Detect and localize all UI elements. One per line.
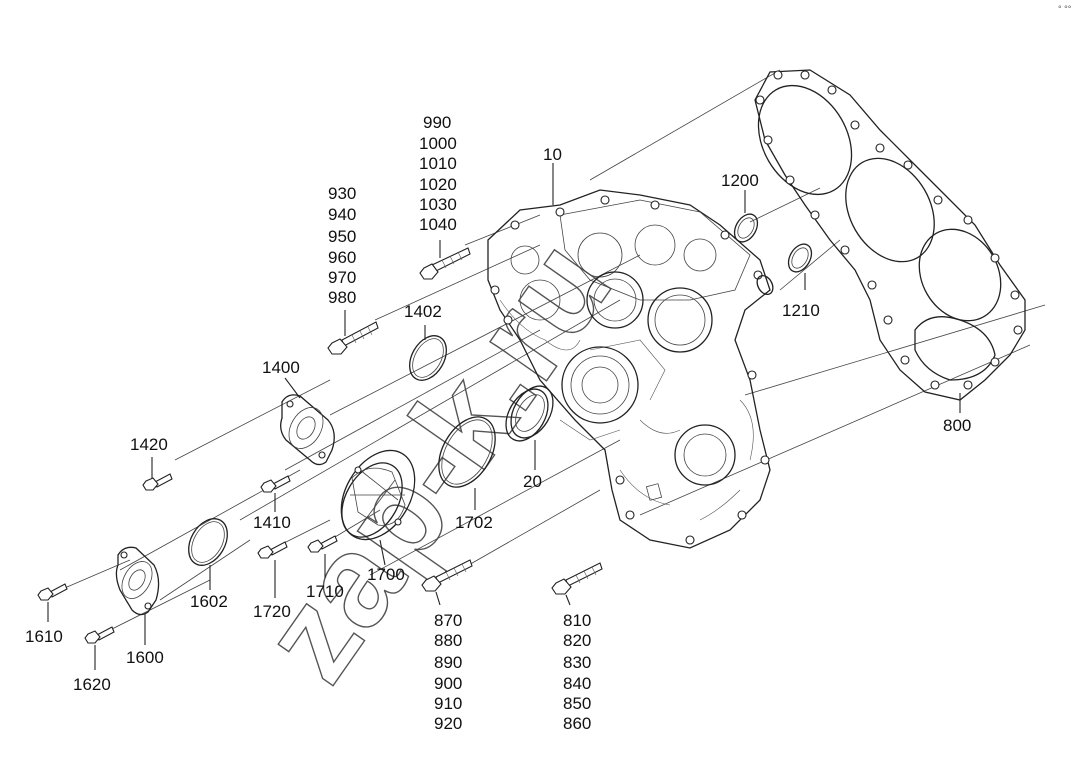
- pump-1700: [340, 449, 416, 541]
- label-1040: 1040: [419, 215, 457, 234]
- seal-ring-1210: [787, 243, 813, 273]
- corner-mark: ° °°: [1058, 4, 1072, 14]
- bolt-990-1040: [419, 247, 471, 280]
- bolt-870-920: [421, 559, 473, 592]
- label-850: 850: [563, 694, 591, 713]
- label-820: 820: [563, 631, 591, 650]
- bolt-810-860: [551, 562, 603, 595]
- screw-1410: [260, 475, 291, 493]
- label-10: 10: [543, 145, 562, 164]
- label-900: 900: [434, 674, 462, 693]
- screw-1420: [142, 473, 173, 491]
- bolt-930-980: [327, 321, 379, 355]
- label-970: 970: [328, 268, 356, 287]
- label-830: 830: [563, 653, 591, 672]
- label-1602: 1602: [190, 592, 228, 611]
- label-1210: 1210: [782, 301, 820, 320]
- label-1420: 1420: [130, 435, 168, 454]
- label-1010: 1010: [419, 154, 457, 173]
- label-870: 870: [434, 611, 462, 630]
- label-1700: 1700: [367, 565, 405, 584]
- label-990: 990: [423, 113, 451, 132]
- label-950: 950: [328, 227, 356, 246]
- cover-1400: [280, 394, 335, 466]
- label-980: 980: [328, 288, 356, 307]
- label-1020: 1020: [419, 175, 457, 194]
- label-860: 860: [563, 714, 591, 733]
- label-1710: 1710: [306, 582, 344, 601]
- cover-1600: [115, 546, 160, 616]
- label-1600: 1600: [126, 648, 164, 667]
- label-1030: 1030: [419, 195, 457, 214]
- o-ring-1702: [438, 416, 496, 488]
- gasket: [754, 69, 1026, 401]
- label-1000: 1000: [419, 134, 457, 153]
- label-1200: 1200: [721, 171, 759, 190]
- label-840: 840: [563, 674, 591, 693]
- screw-1710: [307, 535, 338, 553]
- label-1610: 1610: [25, 627, 63, 646]
- leader-lines: [47, 163, 961, 670]
- label-1402: 1402: [404, 302, 442, 321]
- label-960: 960: [328, 248, 356, 267]
- o-ring-1402: [409, 335, 447, 381]
- assembly-axis-lines: [59, 69, 1046, 641]
- label-1702: 1702: [455, 513, 493, 532]
- part-labels: 10 20 800 990 1000 1010 1020 1030 1040 9…: [25, 113, 971, 733]
- screw-1720: [257, 541, 288, 559]
- screw-1610: [37, 583, 68, 601]
- label-1400: 1400: [262, 358, 300, 377]
- label-880: 880: [434, 631, 462, 650]
- label-940: 940: [328, 205, 356, 224]
- label-1410: 1410: [253, 513, 291, 532]
- label-1620: 1620: [73, 675, 111, 694]
- label-800: 800: [943, 416, 971, 435]
- label-890: 890: [434, 653, 462, 672]
- label-20: 20: [523, 472, 542, 491]
- label-1720: 1720: [253, 602, 291, 621]
- label-810: 810: [563, 611, 591, 630]
- label-930: 930: [328, 184, 356, 203]
- o-ring-1602: [188, 518, 228, 566]
- screw-1620: [84, 626, 115, 644]
- label-910: 910: [434, 694, 462, 713]
- shaft-seal-20: [505, 385, 554, 442]
- seal-ring-1200: [733, 213, 759, 243]
- label-920: 920: [434, 714, 462, 733]
